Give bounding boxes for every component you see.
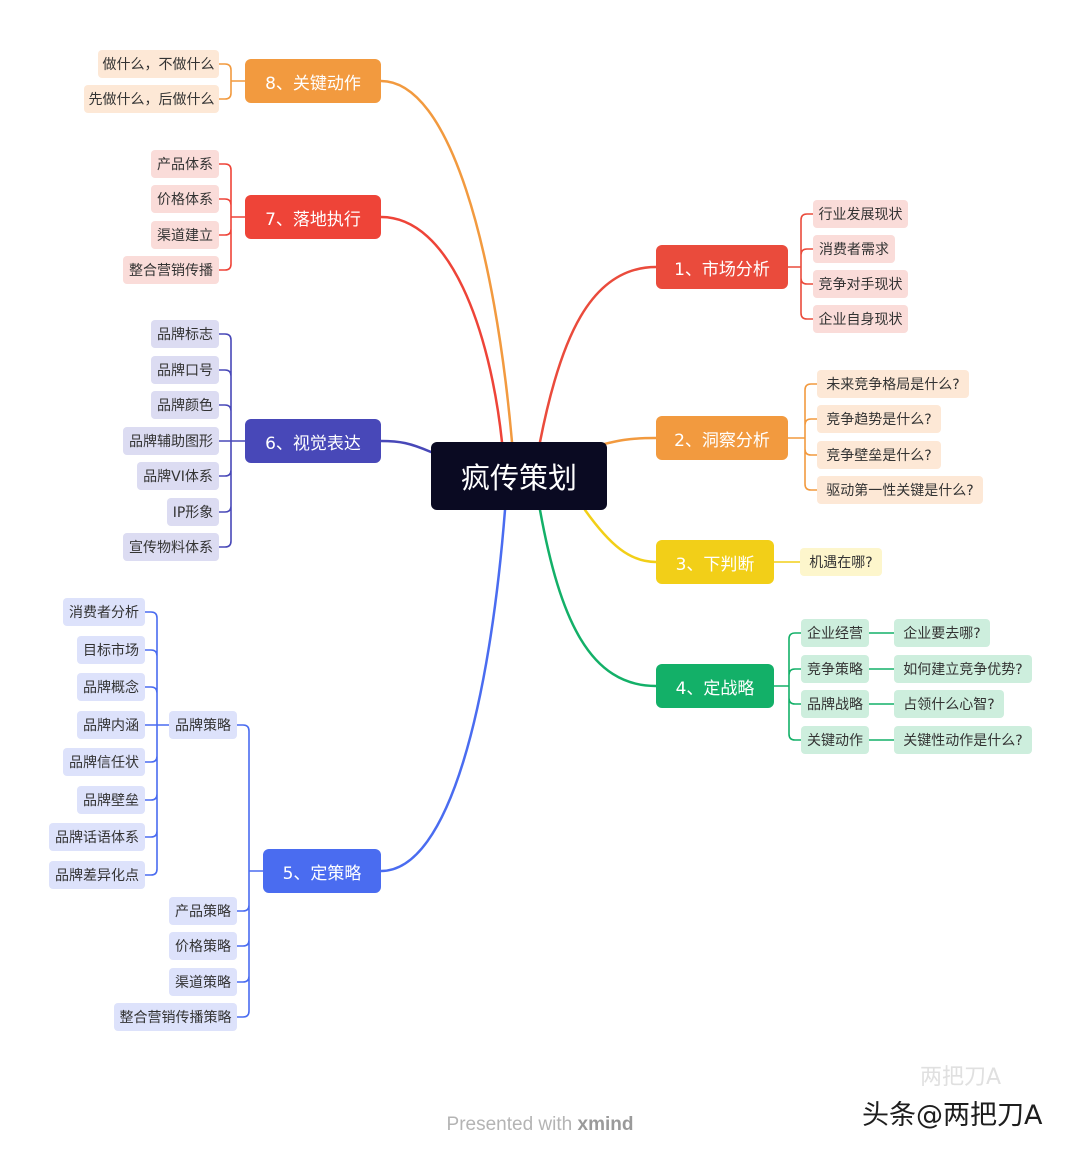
bracket-2 — [787, 383, 818, 491]
leaf-business-operation[interactable]: 企业经营 — [801, 619, 869, 647]
watermark-ghost: 两把刀A — [920, 1065, 1002, 1090]
leaf-key-action[interactable]: 关键动作 — [801, 726, 869, 754]
bracket-5-brand — [144, 611, 170, 876]
branch-key-actions[interactable]: 8、关键动作 — [245, 59, 381, 103]
link-center-7 — [379, 215, 504, 444]
leaf-order-of-actions[interactable]: 先做什么，后做什么 — [84, 85, 219, 113]
leaf-occupy-mind[interactable]: 占领什么心智? — [894, 690, 1004, 718]
footer-credit: Presented with xmind — [0, 1114, 1080, 1136]
leaf-product-system[interactable]: 产品体系 — [151, 150, 219, 178]
xmind-logo-text: xmind — [577, 1114, 634, 1135]
bracket-4 — [773, 632, 802, 741]
branch-visual-expression[interactable]: 6、视觉表达 — [245, 419, 381, 463]
leaf-brand-credential[interactable]: 品牌信任状 — [63, 748, 145, 776]
link-center-5 — [379, 508, 507, 873]
leaf-ip-image[interactable]: IP形象 — [167, 498, 219, 526]
link-center-6 — [379, 439, 433, 454]
leaf-competition-trend[interactable]: 竞争趋势是什么? — [817, 405, 941, 433]
leaf-brand-logo[interactable]: 品牌标志 — [151, 320, 219, 348]
leaf-brand-vi[interactable]: 品牌VI体系 — [137, 462, 219, 490]
branch-tactics[interactable]: 5、定策略 — [263, 849, 381, 893]
leaf-brand-strategy[interactable]: 品牌战略 — [801, 690, 869, 718]
link-center-3 — [583, 508, 658, 564]
leaf-build-advantage[interactable]: 如何建立竞争优势? — [894, 655, 1032, 683]
leaf-key-actions-what[interactable]: 关键性动作是什么? — [894, 726, 1032, 754]
leaf-future-landscape[interactable]: 未来竞争格局是什么? — [817, 370, 969, 398]
leaf-brand-concept[interactable]: 品牌概念 — [77, 673, 145, 701]
central-topic[interactable]: 疯传策划 — [431, 442, 607, 510]
leaf-imc-tactics[interactable]: 整合营销传播策略 — [114, 1003, 237, 1031]
leaf-where-to-go[interactable]: 企业要去哪? — [894, 619, 990, 647]
bracket-4-details — [868, 632, 895, 741]
leaf-competitor-status[interactable]: 竞争对手现状 — [813, 270, 908, 298]
leaf-brand-graphics[interactable]: 品牌辅助图形 — [123, 427, 219, 455]
leaf-product-tactics[interactable]: 产品策略 — [169, 897, 237, 925]
bracket-1 — [787, 213, 814, 320]
footer-prefix: Presented with — [446, 1114, 578, 1135]
leaf-imc[interactable]: 整合营销传播 — [123, 256, 219, 284]
leaf-competition-strategy[interactable]: 竞争策略 — [801, 655, 869, 683]
leaf-industry-status[interactable]: 行业发展现状 — [813, 200, 908, 228]
leaf-competition-barrier[interactable]: 竞争壁垒是什么? — [817, 441, 941, 469]
leaf-target-market[interactable]: 目标市场 — [77, 636, 145, 664]
leaf-price-tactics[interactable]: 价格策略 — [169, 932, 237, 960]
leaf-channel-tactics[interactable]: 渠道策略 — [169, 968, 237, 996]
leaf-brand-barrier[interactable]: 品牌壁垒 — [77, 786, 145, 814]
branch-execution[interactable]: 7、落地执行 — [245, 195, 381, 239]
leaf-brand-differentiation[interactable]: 品牌差异化点 — [49, 861, 145, 889]
leaf-company-status[interactable]: 企业自身现状 — [813, 305, 908, 333]
bracket-8 — [218, 63, 246, 100]
bracket-6 — [218, 333, 246, 548]
leaf-consumer-needs[interactable]: 消费者需求 — [813, 235, 895, 263]
leaf-brand-slogan[interactable]: 品牌口号 — [151, 356, 219, 384]
leaf-opportunity[interactable]: 机遇在哪? — [800, 548, 882, 576]
leaf-promo-materials[interactable]: 宣传物料体系 — [123, 533, 219, 561]
branch-judgement[interactable]: 3、下判断 — [656, 540, 774, 584]
leaf-channel-building[interactable]: 渠道建立 — [151, 221, 219, 249]
branch-strategy[interactable]: 4、定战略 — [656, 664, 774, 708]
leaf-brand-discourse[interactable]: 品牌话语体系 — [49, 823, 145, 851]
leaf-do-or-not[interactable]: 做什么，不做什么 — [98, 50, 219, 78]
bracket-7 — [218, 163, 246, 271]
link-center-1 — [538, 265, 658, 444]
leaf-brand-tactics[interactable]: 品牌策略 — [169, 711, 237, 739]
branch-insight-analysis[interactable]: 2、洞察分析 — [656, 416, 788, 460]
link-center-4 — [538, 508, 658, 688]
leaf-brand-color[interactable]: 品牌颜色 — [151, 391, 219, 419]
watermark: 头条@两把刀A — [862, 1100, 1043, 1131]
leaf-brand-connotation[interactable]: 品牌内涵 — [77, 711, 145, 739]
leaf-price-system[interactable]: 价格体系 — [151, 185, 219, 213]
link-center-8 — [379, 79, 514, 444]
leaf-consumer-analysis[interactable]: 消费者分析 — [63, 598, 145, 626]
branch-market-analysis[interactable]: 1、市场分析 — [656, 245, 788, 289]
leaf-first-principle-driver[interactable]: 驱动第一性关键是什么? — [817, 476, 983, 504]
